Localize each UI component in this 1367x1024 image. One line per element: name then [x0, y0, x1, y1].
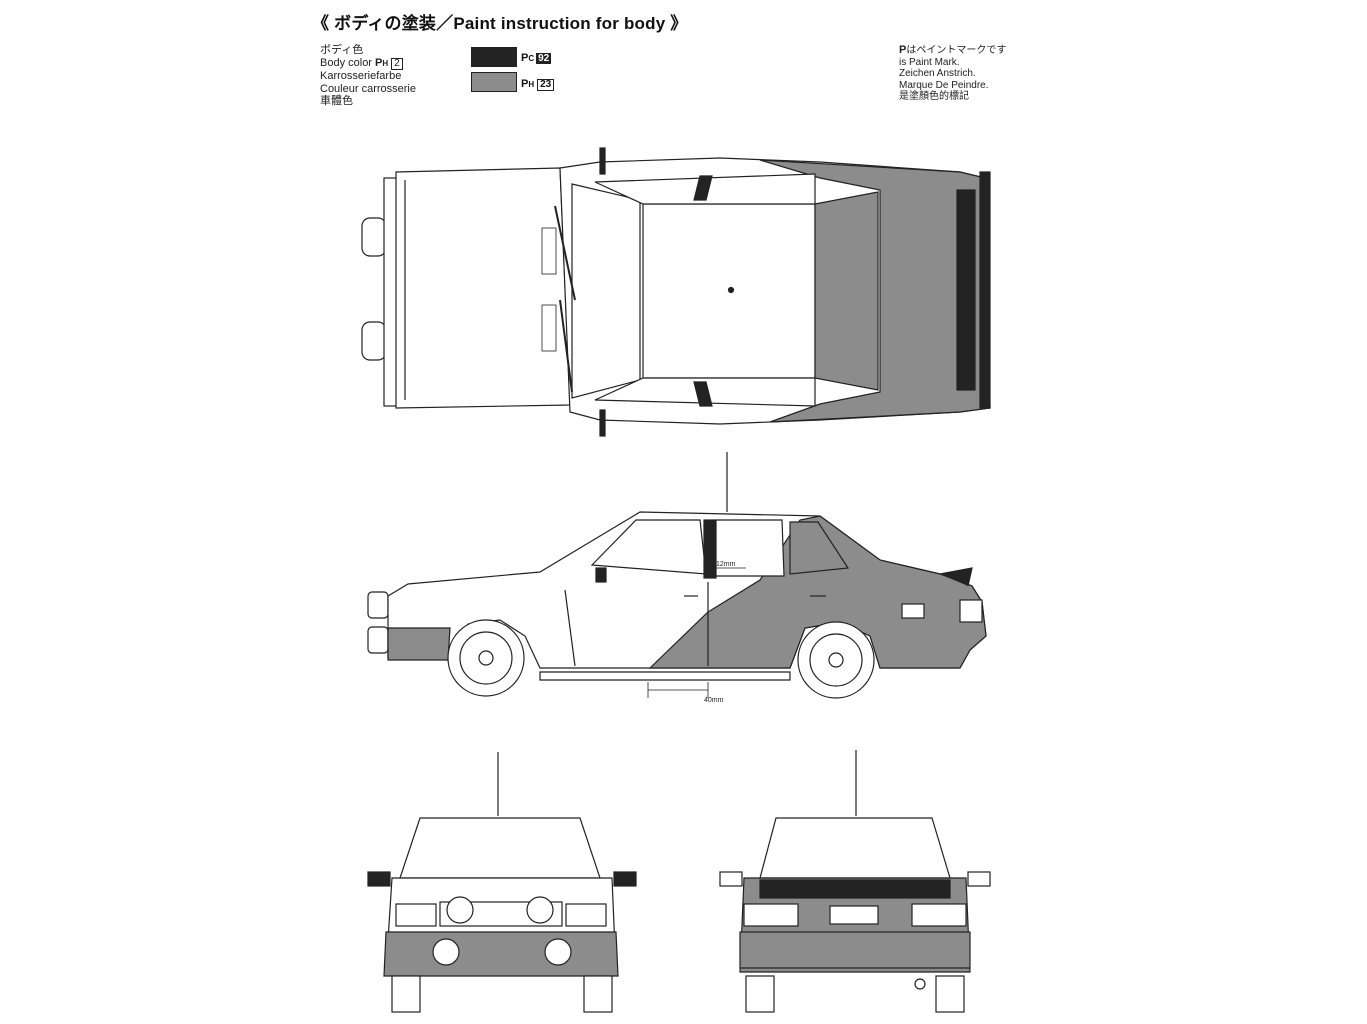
dimension-12mm: 12mm — [716, 561, 736, 568]
page-title: 《 ボディの塗装／Paint instruction for body 》 — [312, 14, 688, 33]
side-front-window — [590, 519, 707, 575]
color-swatch-dark — [471, 47, 517, 67]
side-grey-panel — [648, 515, 987, 669]
paint-type-h: H — [528, 80, 535, 89]
front-view — [367, 752, 637, 1013]
body-color-label-fr: Couleur carrosserie — [320, 82, 416, 95]
paint-type-h: H — [382, 58, 389, 68]
side-wheel-front — [447, 619, 525, 697]
top-rear-strip — [956, 189, 976, 391]
front-lower-grey — [383, 931, 619, 977]
rear-license-plate — [829, 905, 879, 925]
side-wheel-rear — [797, 621, 875, 699]
paint-mark-icon: P — [521, 52, 529, 64]
top-mirror-left — [599, 147, 606, 175]
side-view — [367, 452, 987, 699]
paint-code-23: 23 — [537, 79, 555, 91]
paint-mark-line-jp: Pはペイントマークです — [899, 44, 1007, 56]
body-color-label-cn: 車體色 — [320, 95, 353, 108]
paint-code-92: 92 — [536, 53, 552, 64]
paint-mark-line-en: is Paint Mark. — [899, 56, 960, 68]
paint-mark-icon: P — [375, 56, 383, 69]
paint-type-c: C — [528, 54, 535, 63]
paint-mark-line-de: Zeichen Anstrich. — [899, 68, 976, 80]
body-color-label-jp: ボディ色 — [320, 44, 364, 56]
top-rear-window — [814, 191, 879, 391]
top-rear-grey — [759, 159, 991, 423]
paint-mark-line-cn: 是塗顏色的標記 — [899, 91, 969, 103]
top-fog-lamp-right — [361, 321, 387, 361]
dimension-40mm: 40mm — [704, 697, 724, 704]
body-color-label-de: Karrosseriefarbe — [320, 70, 402, 83]
front-windshield — [399, 817, 601, 879]
top-windshield — [571, 183, 641, 399]
body-paint-code: 2 — [391, 57, 403, 70]
paint-mark-icon: P — [899, 44, 907, 56]
side-quarter-window — [789, 521, 850, 575]
paint-mark-line-fr: Marque De Peindre. — [899, 79, 989, 91]
top-fog-lamp-left — [361, 217, 387, 257]
top-view — [361, 147, 991, 437]
rear-window — [759, 817, 951, 879]
color-swatch-grey — [471, 72, 517, 92]
paint-mark-legend: Pはペイントマークです is Paint Mark. Zeichen Anstr… — [899, 44, 1007, 103]
body-color-label-text: Body color — [320, 56, 372, 69]
rear-view — [719, 750, 991, 1013]
top-hood — [395, 167, 571, 409]
paint-mark-icon: P — [521, 78, 529, 90]
top-mirror-right — [599, 409, 606, 437]
